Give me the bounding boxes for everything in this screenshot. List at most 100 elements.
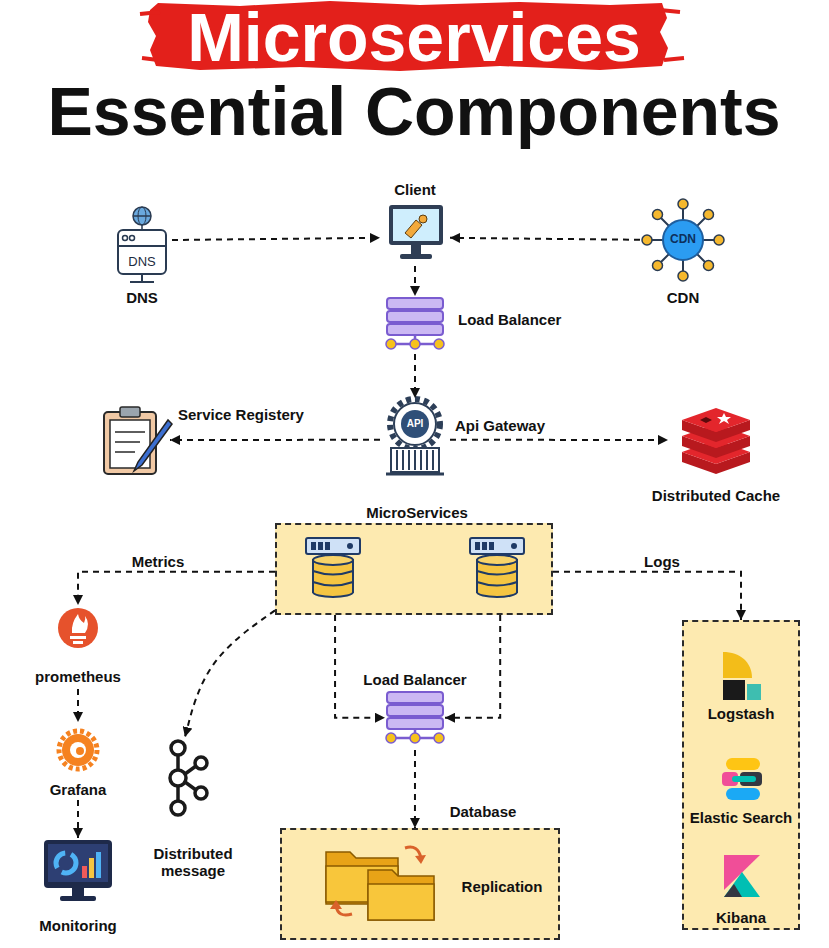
title-brush bbox=[140, 1, 684, 71]
prometheus-icon bbox=[58, 608, 98, 648]
registry-node: Service Registery bbox=[98, 402, 170, 478]
dns-icon bbox=[130, 236, 135, 241]
client-icon bbox=[389, 205, 443, 245]
prometheus-icon bbox=[70, 636, 86, 639]
monitoring-icon bbox=[44, 840, 112, 888]
dns-node: DNSDNS bbox=[112, 208, 172, 308]
dns-icon bbox=[133, 207, 151, 225]
logstash-icon bbox=[747, 684, 761, 700]
replication-icon bbox=[405, 847, 421, 858]
dns-icon bbox=[123, 236, 128, 241]
connector-arrow bbox=[185, 610, 275, 737]
registry-icon bbox=[134, 420, 172, 471]
connector-arrow bbox=[78, 572, 275, 605]
replication-icon bbox=[326, 847, 434, 920]
monitoring-icon bbox=[60, 896, 96, 901]
cdn-icon bbox=[653, 210, 663, 220]
node-label: Load Balancer bbox=[363, 671, 466, 688]
connector-arrow bbox=[450, 238, 640, 240]
elasticsearch-icon bbox=[740, 772, 762, 786]
kibana-icon bbox=[724, 855, 760, 890]
monitoring-icon bbox=[82, 866, 87, 878]
registry-icon bbox=[104, 412, 156, 474]
logstash-icon bbox=[723, 652, 761, 700]
monitoring-icon bbox=[89, 858, 94, 878]
client-icon bbox=[405, 220, 422, 238]
cache-icon bbox=[682, 440, 750, 464]
dns-icon bbox=[118, 245, 166, 247]
message-node: Distributed message bbox=[143, 737, 243, 882]
api-gateway-icon bbox=[401, 410, 429, 438]
api-gateway-icon bbox=[394, 403, 436, 445]
kibana-icon bbox=[724, 855, 760, 897]
load-balancer-node: Load Balancer bbox=[385, 296, 445, 354]
kafka-icon bbox=[170, 741, 207, 815]
elasticsearch-icon bbox=[722, 772, 738, 786]
api-gateway-node: APIApi Gateway bbox=[380, 398, 450, 474]
cdn-icon bbox=[704, 210, 714, 220]
cache-icon bbox=[682, 452, 750, 474]
api-gateway-icon bbox=[386, 473, 444, 476]
cdn-icon bbox=[678, 199, 688, 209]
monitoring-icon bbox=[48, 844, 108, 882]
logstash-icon bbox=[723, 652, 752, 678]
prometheus-icon bbox=[58, 608, 98, 648]
kibana-icon bbox=[724, 884, 742, 897]
elasticsearch-icon bbox=[732, 776, 756, 782]
title-brush bbox=[140, 10, 684, 60]
monitoring-icon bbox=[72, 888, 84, 896]
load-balancer-node: Load Balancer bbox=[385, 688, 445, 750]
cache-icon bbox=[700, 417, 712, 423]
monitoring-icon bbox=[44, 840, 112, 901]
grafana-icon bbox=[59, 731, 97, 769]
cdn-icon bbox=[663, 220, 703, 260]
monitoring-node: Monitoring bbox=[40, 838, 116, 938]
api-gateway-icon bbox=[391, 448, 439, 472]
edge-label: Logs bbox=[644, 553, 680, 570]
edge-label: Metrics bbox=[132, 553, 185, 570]
node-label: Replication bbox=[462, 878, 543, 895]
replication-icon bbox=[326, 852, 398, 904]
replication-icon bbox=[336, 906, 352, 915]
replication-icon bbox=[368, 870, 434, 920]
node-label: Elastic Search bbox=[690, 809, 793, 826]
client-icon bbox=[400, 254, 432, 259]
node-label: Load Balancer bbox=[458, 311, 561, 328]
grafana-icon bbox=[59, 731, 97, 769]
connector-arrow bbox=[414, 750, 416, 828]
cache-icon bbox=[682, 408, 750, 432]
server-icon bbox=[470, 538, 524, 597]
replication-icon bbox=[330, 900, 342, 909]
replication-icon bbox=[415, 855, 426, 864]
grafana-icon bbox=[76, 747, 84, 755]
client-node: Client bbox=[380, 178, 450, 266]
node-label: Distributed Cache bbox=[652, 487, 780, 504]
cdn-icon bbox=[647, 204, 719, 276]
cdn-icon bbox=[642, 199, 724, 281]
client-icon bbox=[393, 209, 439, 241]
kafka-icon bbox=[171, 741, 185, 755]
connector-arrow bbox=[77, 689, 79, 722]
connector-arrow bbox=[445, 615, 500, 718]
load-balancer-icon bbox=[386, 692, 444, 743]
node-label: Grafana bbox=[50, 781, 107, 798]
client-icon bbox=[419, 215, 427, 223]
replication-icon bbox=[326, 866, 398, 902]
node-label: Service Registery bbox=[178, 406, 304, 423]
connector-arrow bbox=[77, 800, 79, 838]
kafka-icon bbox=[171, 801, 185, 815]
cache-icon bbox=[682, 420, 750, 442]
node-label: DNS bbox=[126, 289, 158, 306]
prometheus-icon bbox=[73, 641, 83, 644]
kafka-icon bbox=[195, 787, 207, 799]
icon-text: CDN bbox=[670, 233, 696, 247]
registry-icon bbox=[115, 432, 145, 452]
connector-arrow bbox=[170, 439, 380, 441]
connector-arrow bbox=[414, 354, 416, 398]
logging-group: LogstashElastic SearchKibana bbox=[682, 620, 800, 930]
client-icon bbox=[389, 205, 443, 259]
icon-text: API bbox=[407, 418, 424, 430]
node-label: Logstash bbox=[708, 705, 775, 722]
node-label: Kibana bbox=[716, 909, 766, 926]
elasticsearch-icon bbox=[726, 758, 760, 770]
